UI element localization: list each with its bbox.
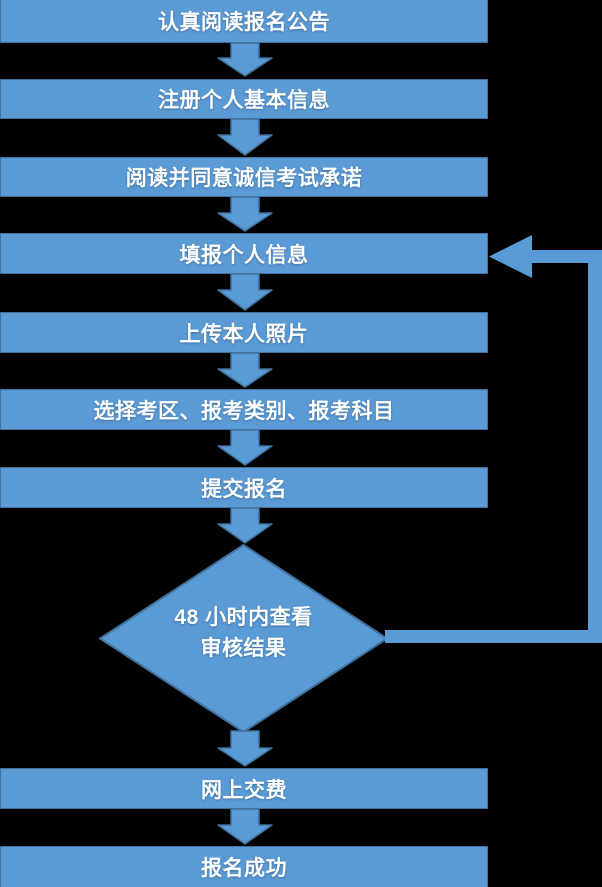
down-arrow-2: [217, 118, 273, 156]
flow-step-label: 认真阅读报名公告: [158, 11, 330, 34]
flow-step-label: 选择考区、报考类别、报考科目: [93, 399, 395, 423]
flow-step-fill-personal-info: 填报个人信息: [0, 233, 488, 274]
decision-label-line2: 审核结果: [200, 637, 287, 660]
loop-back-connector-arrow: [385, 235, 602, 643]
flow-step-agree-commitment: 阅读并同意诚信考试承诺: [0, 157, 488, 197]
down-arrow-7: [217, 507, 273, 544]
flow-step-label: 填报个人信息: [179, 243, 309, 267]
down-arrow-5: [217, 352, 273, 388]
flow-step-registration-success: 报名成功: [0, 846, 488, 887]
down-arrow-8: [217, 730, 273, 767]
down-arrow-1: [217, 42, 273, 77]
flow-step-select-exam-options: 选择考区、报考类别、报考科目: [0, 389, 488, 430]
down-arrow-3: [217, 196, 273, 232]
decision-label: 48 小时内查看 审核结果: [100, 602, 387, 664]
flow-step-upload-photo: 上传本人照片: [0, 312, 488, 353]
flow-step-label: 提交报名: [201, 477, 287, 501]
flow-step-label: 报名成功: [201, 857, 287, 880]
flow-step-register-basic-info: 注册个人基本信息: [0, 79, 488, 119]
decision-label-line1: 48 小时内查看: [174, 606, 313, 629]
flow-step-label: 网上交费: [201, 778, 287, 802]
flow-step-pay-online: 网上交费: [0, 768, 488, 809]
down-arrow-6: [217, 429, 273, 466]
down-arrow-9: [217, 808, 273, 845]
flow-step-read-announcement: 认真阅读报名公告: [0, 0, 488, 43]
flow-step-submit-registration: 提交报名: [0, 467, 488, 508]
down-arrow-4: [217, 273, 273, 311]
flow-step-label: 阅读并同意诚信考试承诺: [125, 167, 363, 190]
flow-step-label: 上传本人照片: [179, 322, 309, 346]
flow-step-label: 注册个人基本信息: [158, 89, 330, 112]
